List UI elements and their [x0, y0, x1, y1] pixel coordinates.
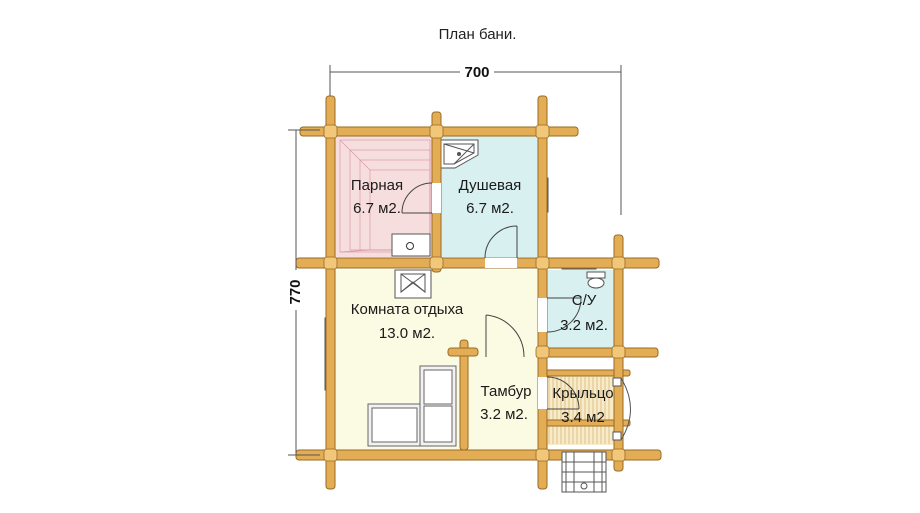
sofa-icon	[367, 365, 457, 447]
room-area-porch: 3.4 м2	[561, 409, 605, 426]
plan-title: План бани.	[438, 26, 517, 43]
stove-circle	[406, 242, 414, 250]
room-name-vestibule: Тамбур	[481, 383, 532, 400]
room-name-porch: Крыльцо	[552, 385, 613, 402]
room-fill-porch	[545, 375, 615, 445]
dimension-width: 700	[464, 64, 489, 81]
door-swings	[401, 182, 582, 410]
log-joints	[323, 124, 626, 462]
room-area-steam: 6.7 м2.	[353, 200, 401, 217]
room-area-living: 13.0 м2.	[379, 325, 435, 342]
room-name-wc: С/У	[572, 292, 597, 309]
room-name-shower: Душевая	[459, 177, 522, 194]
room-area-shower: 6.7 м2.	[466, 200, 514, 217]
room-name-living: Комната отдыха	[351, 301, 464, 318]
porch-posts	[612, 377, 631, 441]
dimension-height: 770	[287, 279, 304, 304]
steam-stove	[391, 233, 431, 257]
room-area-wc: 3.2 м2.	[560, 317, 608, 334]
porch-steps	[561, 451, 607, 493]
shower-tray-icon	[439, 139, 479, 169]
toilet-icon	[586, 271, 606, 289]
room-area-vestibule: 3.2 м2.	[480, 406, 528, 423]
room-fill-wc	[545, 270, 617, 348]
fireplace-icon	[394, 269, 432, 299]
porch-decking	[548, 377, 610, 444]
room-name-steam: Парная	[351, 177, 403, 194]
